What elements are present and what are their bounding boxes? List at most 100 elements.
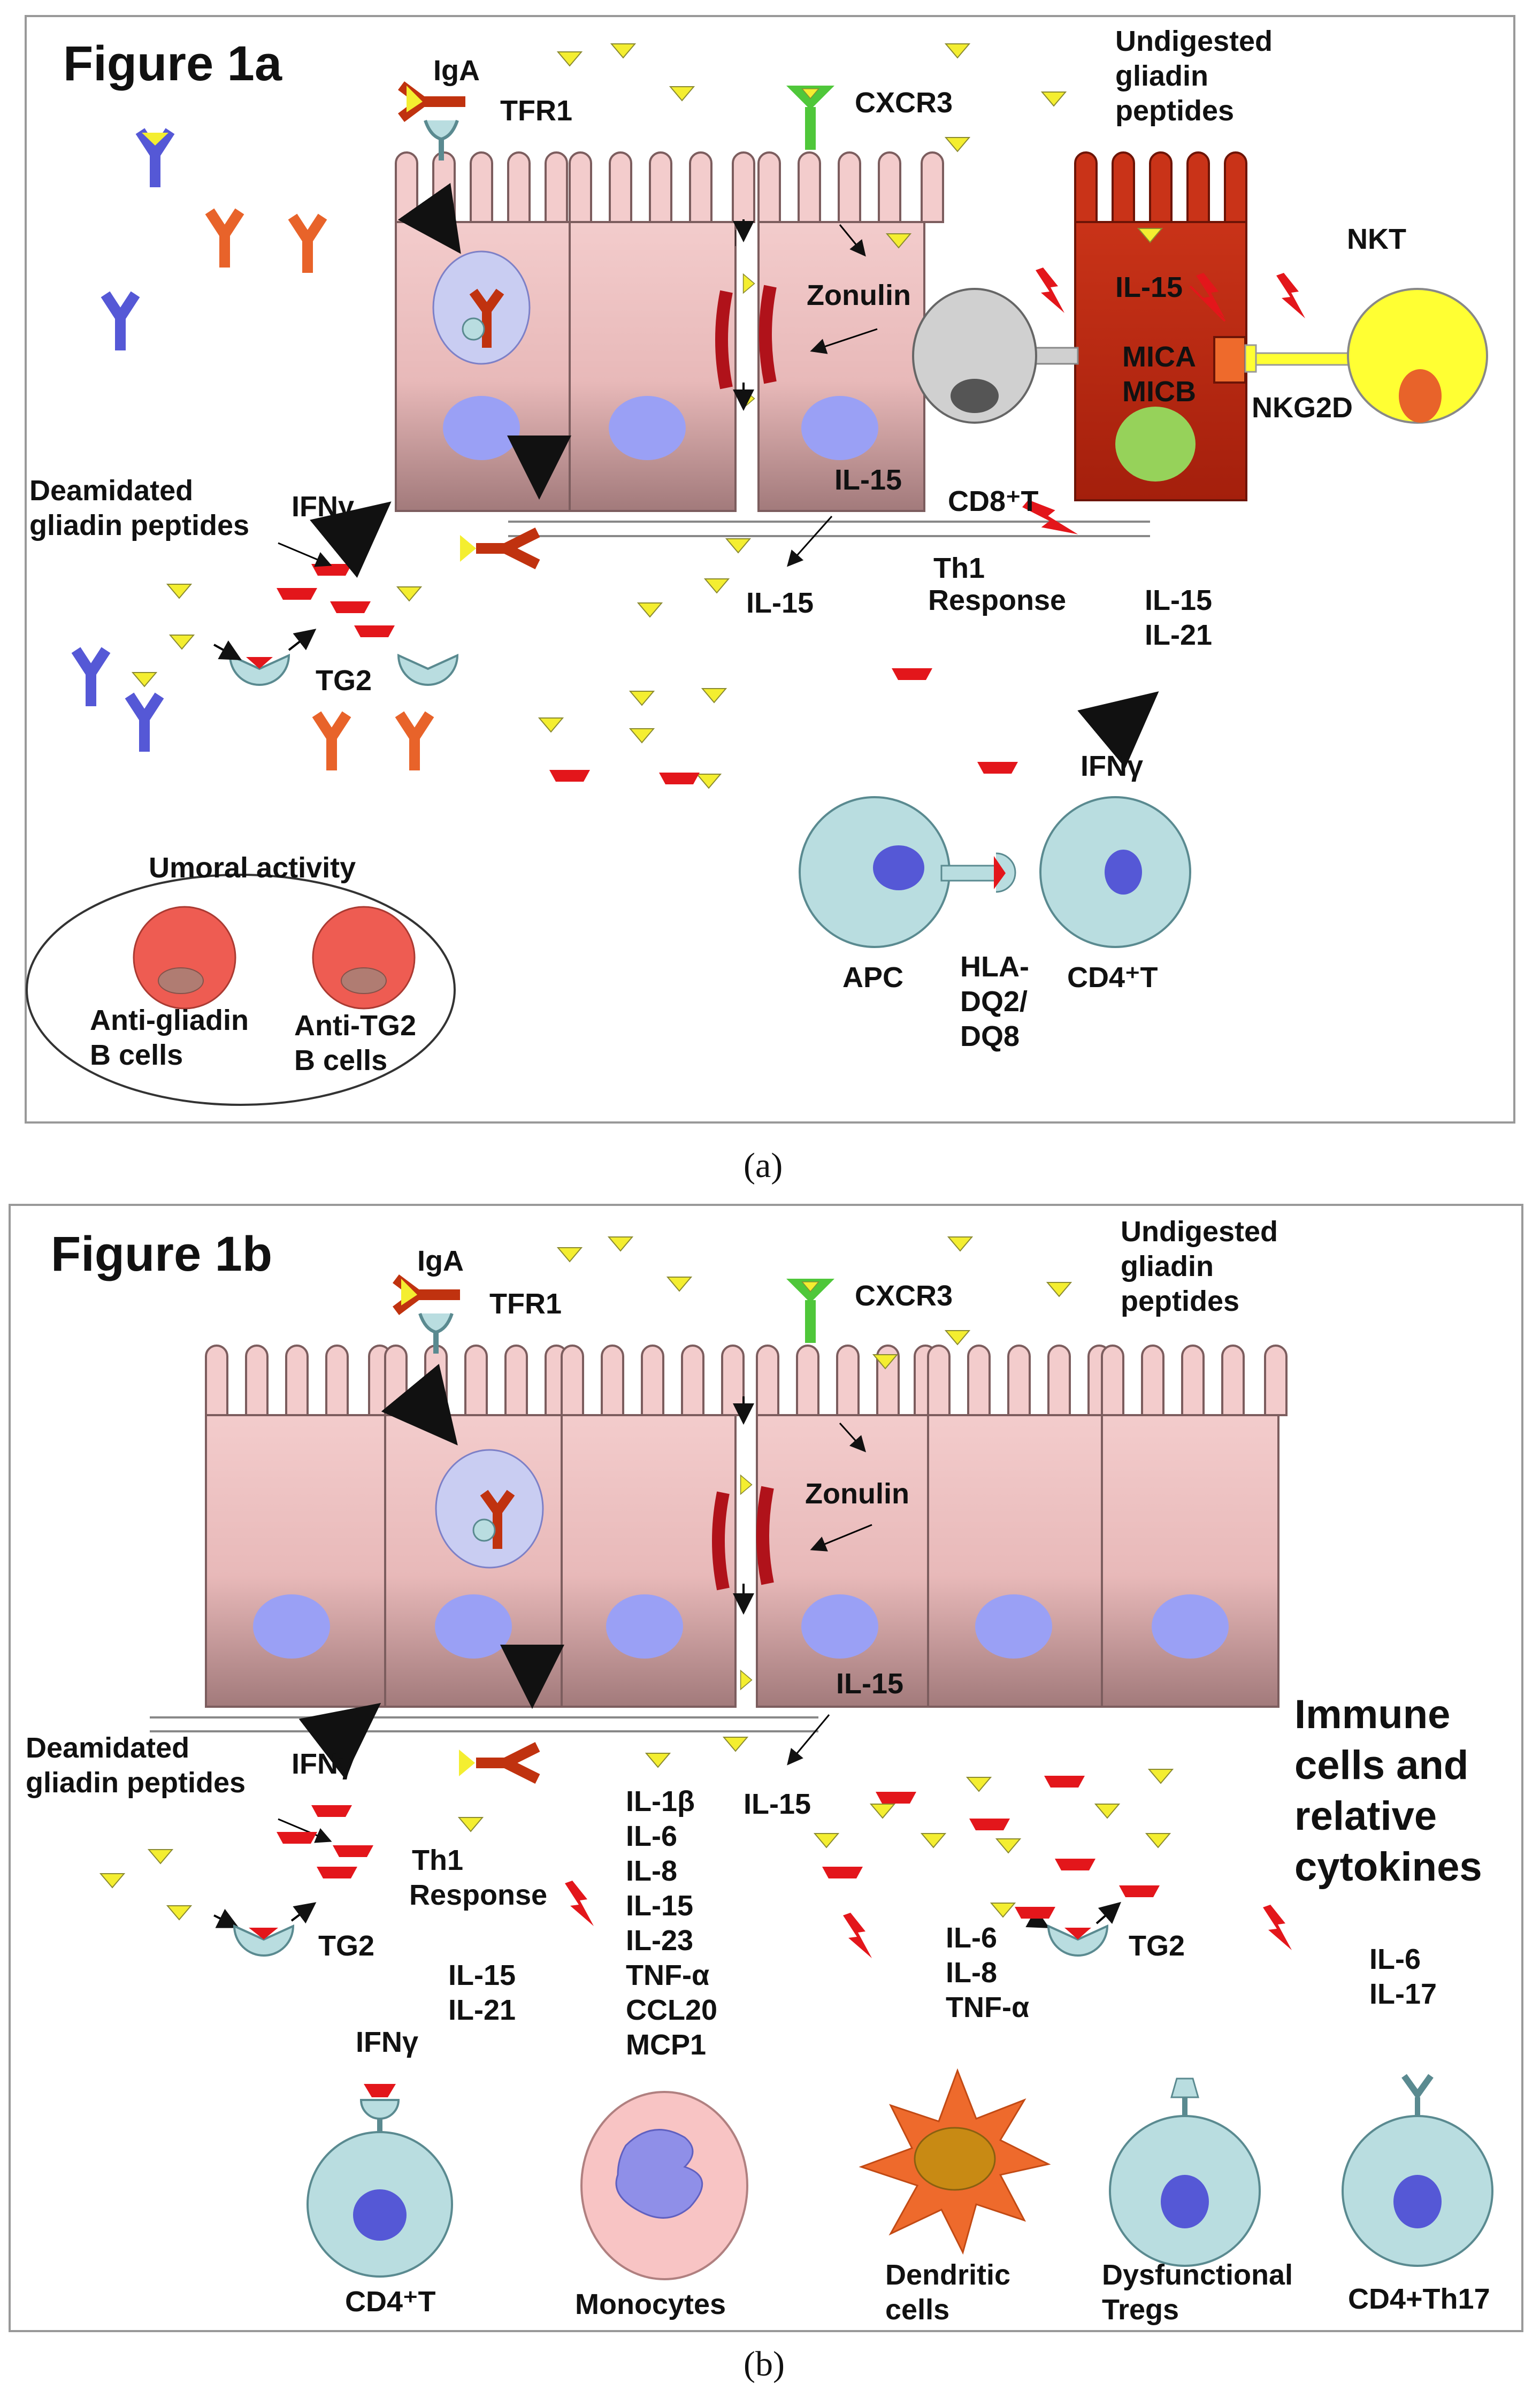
label-immune-3: relative bbox=[1294, 1793, 1437, 1839]
label-antigliadin-1: Anti-gliadin bbox=[90, 1004, 249, 1036]
caption-a: (a) bbox=[744, 1146, 783, 1185]
label-mica: MICA bbox=[1122, 341, 1196, 373]
dc-cytokine-list: IL-6 IL-8 TNF-α bbox=[946, 1922, 1029, 2023]
label-th1-1-a: Th1 bbox=[933, 552, 985, 584]
label-cd8t: CD8⁺T bbox=[948, 485, 1039, 517]
label-tg2-right-b: TG2 bbox=[1129, 1930, 1185, 1962]
label-cxcr3-a: CXCR3 bbox=[855, 87, 953, 119]
label-undigested-3-b: peptides bbox=[1121, 1285, 1239, 1317]
label-tfr1-b: TFR1 bbox=[489, 1288, 562, 1320]
label-tg2-left-b: TG2 bbox=[318, 1930, 374, 1962]
label-th1-2-a: Response bbox=[928, 584, 1066, 616]
label-antigliadin-2: B cells bbox=[90, 1039, 183, 1071]
label-il15-cell-a: IL-15 bbox=[1115, 271, 1183, 303]
label-il21-b: IL-21 bbox=[448, 1994, 516, 2026]
tight-junction-a bbox=[715, 219, 777, 411]
label-undigested-1-a: Undigested bbox=[1115, 25, 1273, 57]
label-th1-2-b: Response bbox=[409, 1879, 547, 1911]
label-deamidated-1-b: Deamidated bbox=[26, 1732, 189, 1764]
panel-a: Figure 1a bbox=[25, 15, 1515, 1185]
epithelium-b bbox=[205, 1345, 1288, 1708]
stressed-enterocyte-a bbox=[1036, 151, 1305, 501]
cd8-t-cell-a bbox=[912, 288, 1079, 424]
apc-cd4-synapse-a bbox=[799, 796, 1191, 948]
label-cxcr3-b: CXCR3 bbox=[855, 1280, 953, 1312]
label-il15-epi-a: IL-15 bbox=[834, 464, 902, 496]
label-hla-2: DQ2/ bbox=[960, 986, 1028, 1018]
panel-b-labels: IgA TFR1 CXCR3 Undigested gliadin peptid… bbox=[26, 1216, 1490, 2326]
tg2-a bbox=[213, 629, 459, 686]
label-ifng-2-a: IFNγ bbox=[1081, 750, 1143, 782]
mono-cytokine: IL-8 bbox=[626, 1855, 677, 1887]
tg2-b bbox=[233, 1924, 1109, 1957]
dendritic-cell-b bbox=[859, 2068, 1051, 2255]
label-deamidated-1-a: Deamidated bbox=[29, 475, 193, 507]
label-il15-epi-b: IL-15 bbox=[836, 1668, 903, 1700]
label-immune-1: Immune bbox=[1294, 1692, 1450, 1737]
label-undigested-1-b: Undigested bbox=[1121, 1216, 1278, 1248]
panel-b-title: Figure 1b bbox=[51, 1227, 272, 1281]
label-undigested-2-a: gliadin bbox=[1115, 60, 1208, 92]
caption-b: (b) bbox=[744, 2344, 785, 2384]
dc-cytokine: IL-6 bbox=[946, 1922, 997, 1954]
panel-b: Figure 1b bbox=[9, 1204, 1523, 2384]
th17-cytokine: IL-17 bbox=[1369, 1978, 1437, 2010]
label-il15-3-a: IL-15 bbox=[1145, 584, 1212, 616]
label-nkt: NKT bbox=[1347, 223, 1406, 255]
label-undigested-3-a: peptides bbox=[1115, 95, 1234, 127]
label-immune-4: cytokines bbox=[1294, 1844, 1482, 1890]
label-iga-a: IgA bbox=[433, 55, 480, 87]
mono-cytokine: TNF-α bbox=[626, 1959, 709, 1991]
label-immune-2: cells and bbox=[1294, 1743, 1468, 1788]
tight-junction-b bbox=[712, 1396, 774, 1690]
dc-cytokine: IL-8 bbox=[946, 1957, 997, 1989]
tfr1-receptor-a bbox=[398, 81, 465, 161]
mono-cytokine: CCL20 bbox=[626, 1994, 717, 2026]
epithelium-a bbox=[395, 151, 944, 512]
label-ifng-1-b: IFNγ bbox=[292, 1748, 354, 1780]
label-micb: MICB bbox=[1122, 376, 1196, 408]
nkt-cell-a bbox=[1244, 288, 1488, 424]
label-tg2-a: TG2 bbox=[316, 664, 372, 697]
cxcr3-receptor-b bbox=[786, 1279, 834, 1343]
label-deamidated-2-b: gliadin peptides bbox=[26, 1767, 246, 1799]
label-tfr1-a: TFR1 bbox=[500, 95, 572, 127]
label-th1-1-b: Th1 bbox=[412, 1844, 463, 1876]
label-dendritic-2: cells bbox=[885, 2294, 949, 2326]
label-undigested-2-b: gliadin bbox=[1121, 1250, 1214, 1282]
cd4-t-cell-b bbox=[307, 2084, 453, 2278]
mono-cytokine: MCP1 bbox=[626, 2029, 706, 2061]
label-il15-2-a: IL-15 bbox=[746, 587, 814, 619]
label-il21-a: IL-21 bbox=[1145, 619, 1212, 651]
mono-cytokine: IL-15 bbox=[626, 1890, 693, 1922]
label-monocytes: Monocytes bbox=[575, 2288, 726, 2320]
label-umoral: Umoral activity bbox=[149, 852, 356, 884]
treg-cell-b bbox=[1109, 2077, 1261, 2267]
label-dendritic-1: Dendritic bbox=[885, 2259, 1010, 2291]
label-th17: CD4+Th17 bbox=[1348, 2283, 1490, 2315]
th17-cytokine: IL-6 bbox=[1369, 1943, 1421, 1975]
dc-cytokine: TNF-α bbox=[946, 1991, 1029, 2023]
th17-cytokine-list: IL-6 IL-17 bbox=[1369, 1943, 1437, 2010]
th17-cell-b bbox=[1342, 2074, 1493, 2267]
umoral-activity-box bbox=[26, 874, 456, 1106]
label-hla-1: HLA- bbox=[960, 951, 1029, 983]
label-zonulin-a: Zonulin bbox=[807, 279, 911, 311]
label-il15-2-b: IL-15 bbox=[744, 1788, 811, 1820]
label-ifng-2-b: IFNγ bbox=[356, 2026, 418, 2058]
label-zonulin-b: Zonulin bbox=[805, 1478, 909, 1510]
tfr1-receptor-b bbox=[393, 1274, 460, 1354]
label-tregs-2: Tregs bbox=[1102, 2294, 1179, 2326]
label-antitg2-2: B cells bbox=[294, 1044, 387, 1076]
cxcr3-receptor-a bbox=[786, 86, 834, 150]
panel-a-labels: IgA TFR1 CXCR3 Undigested gliadin peptid… bbox=[29, 25, 1406, 1076]
label-nkg2d: NKG2D bbox=[1252, 392, 1353, 424]
label-ifng-1-a: IFNγ bbox=[292, 491, 354, 523]
arrows-a bbox=[278, 182, 1226, 768]
mono-cytokine: IL-6 bbox=[626, 1820, 677, 1852]
label-cd4t-b: CD4⁺T bbox=[345, 2286, 436, 2318]
mono-cytokine: IL-1β bbox=[626, 1785, 695, 1817]
label-tregs-1: Dysfunctional bbox=[1102, 2259, 1293, 2291]
monocyte-cytokine-list: IL-1β IL-6 IL-8 IL-15 IL-23 TNF-α CCL20 … bbox=[626, 1785, 717, 2061]
